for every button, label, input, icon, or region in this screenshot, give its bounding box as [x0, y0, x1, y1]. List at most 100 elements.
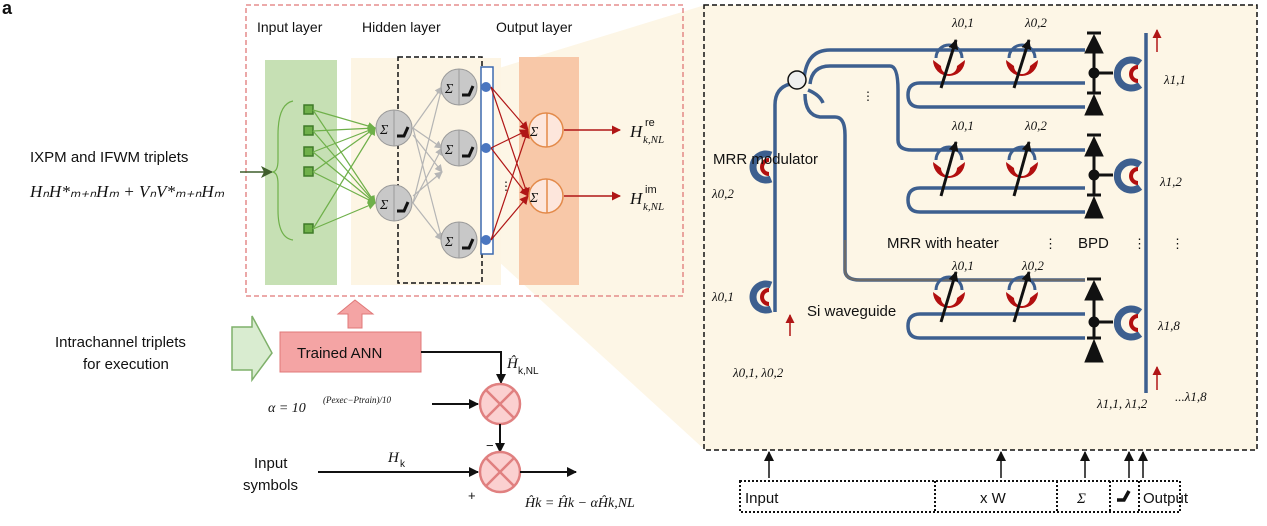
- intrachannel-label-line2: for execution: [83, 356, 169, 373]
- intrachannel-label-line1: Intrachannel triplets: [55, 334, 186, 351]
- hidden-ellipsis: ⋮: [500, 179, 512, 193]
- output-layer-title: Output layer: [496, 19, 573, 35]
- w-lambda-01-r2: λ0,1: [951, 118, 974, 133]
- trained-ann-label: Trained ANN: [297, 345, 382, 362]
- svg-text:Σ: Σ: [529, 125, 539, 140]
- heater-mrr-r2-02: [1006, 141, 1038, 197]
- si-waveguide-label: Si waveguide: [807, 303, 896, 320]
- bpd-label: BPD: [1078, 235, 1109, 252]
- ann-output-line: [421, 351, 506, 384]
- bpd-3: [1084, 277, 1113, 363]
- output-label-im: H im k,NL: [629, 184, 664, 213]
- multiplier-node: [478, 382, 522, 426]
- weight-node: [481, 82, 491, 92]
- input-node: [303, 166, 314, 177]
- up-arrow: [336, 299, 375, 329]
- output-label-re: H re k,NL: [629, 117, 664, 146]
- hidden-neuron-2: Σ: [375, 184, 413, 222]
- mod-lambda-02: λ0,2: [711, 186, 734, 201]
- output-lambdas-tail: ...λ1,8: [1175, 389, 1207, 404]
- adder-node: [478, 450, 522, 494]
- input-layer-title: Input layer: [257, 19, 323, 35]
- svg-text:(Pexec−Ptrain)/10: (Pexec−Ptrain)/10: [323, 395, 392, 405]
- out-lambda-18: λ1,8: [1157, 318, 1180, 333]
- mrr-modulator-label: MRR modulator: [713, 151, 818, 168]
- output-layer-bg: [519, 57, 579, 285]
- output-ellipsis: ⋮: [1171, 236, 1184, 251]
- hidden-layer-bg: [351, 58, 501, 285]
- svg-text:H: H: [629, 189, 644, 208]
- hidden-neuron-3: Σ: [440, 68, 478, 106]
- splitter: [787, 70, 807, 90]
- svg-text:H: H: [629, 122, 644, 141]
- output-mrr-12: [1113, 158, 1143, 194]
- input-nodes: [303, 104, 314, 234]
- bpd-1: [1084, 31, 1113, 116]
- waveguides: [773, 33, 1148, 393]
- output-mrr-18: [1113, 305, 1143, 341]
- input-to-hidden-connections: [312, 109, 376, 230]
- input-description-formula: HₙH*ₘ₊ₙHₘ + VₙV*ₘ₊ₙHₘ: [29, 182, 225, 201]
- heater-ellipsis: ⋮: [1044, 236, 1057, 251]
- hidden-layer-title: Hidden layer: [362, 19, 441, 35]
- w-lambda-02-r2: λ0,2: [1024, 118, 1047, 133]
- heater-mrr-r1-02: [1006, 39, 1038, 89]
- bpd-ellipsis: ⋮: [1133, 236, 1146, 251]
- minus-sign: −: [486, 438, 494, 453]
- legend-sigma: Σ: [1076, 491, 1086, 507]
- input-node: [303, 146, 314, 157]
- plus-sign: +: [468, 488, 476, 503]
- legend-xw: x W: [980, 490, 1007, 507]
- input-layer-bg: [265, 60, 337, 285]
- panel-label: a: [2, 0, 13, 18]
- svg-text:Σ: Σ: [444, 235, 454, 250]
- hidden-neuron-4: Σ: [440, 129, 478, 167]
- heater-mrr-r2-01: [933, 141, 965, 197]
- input-symbols-line1: Input: [254, 455, 288, 472]
- svg-text:Ĥ: Ĥ: [506, 355, 519, 372]
- zoom-wedge: [486, 5, 705, 450]
- output-neuron-re: Σ: [528, 112, 564, 148]
- mrr-heater-label: MRR with heater: [887, 235, 999, 252]
- result-formula: Ĥk = Ĥk − αĤk,NL: [524, 494, 635, 511]
- svg-text:k,NL: k,NL: [643, 201, 664, 213]
- mrr-modulator-01: [749, 280, 773, 314]
- hk-label: H k: [387, 450, 406, 470]
- w-lambda-01-r3: λ0,1: [951, 258, 974, 273]
- input-node: [303, 125, 314, 136]
- hidden-neuron-5: Σ: [440, 221, 478, 259]
- ann-frame: [245, 4, 684, 297]
- si-waveguide-segment: [843, 240, 1085, 282]
- w-lambda-02-r3: λ0,2: [1021, 258, 1044, 273]
- heater-mrrs: [933, 39, 1038, 323]
- execution-input-arrow: [231, 315, 273, 383]
- svg-text:Σ: Σ: [529, 191, 539, 206]
- bpd-2: [1084, 133, 1113, 219]
- legend-output: Output: [1143, 490, 1189, 507]
- hidden-neuron-1: Σ: [375, 109, 413, 147]
- input-node: [303, 223, 314, 234]
- heater-mrr-r3-02: [1006, 271, 1038, 323]
- svg-text:k: k: [400, 459, 406, 470]
- w-lambda-01-r1: λ0,1: [951, 15, 974, 30]
- svg-text:Σ: Σ: [379, 198, 389, 213]
- legend-bar: [739, 480, 1181, 513]
- input-node: [303, 104, 314, 115]
- h-nl-label: Ĥ k,NL: [506, 355, 539, 377]
- svg-text:α = 10: α = 10: [268, 401, 306, 416]
- input-description-title: IXPM and IFWM triplets: [30, 149, 188, 166]
- svg-text:k,NL: k,NL: [518, 366, 539, 377]
- out-lambda-12: λ1,2: [1159, 174, 1182, 189]
- output-lambdas: λ1,1, λ1,2: [1096, 396, 1148, 411]
- heater-mrr-r3-01: [933, 271, 965, 323]
- alpha-formula: α = 10 (Pexec−Ptrain)/10: [268, 395, 392, 416]
- out-lambda-11: λ1,1: [1163, 72, 1186, 87]
- output-neuron-im: Σ: [528, 178, 564, 214]
- weight-node: [481, 235, 491, 245]
- input-brace: [271, 100, 294, 241]
- legend-activation-icon: [1117, 490, 1131, 502]
- input-symbols-line2: symbols: [243, 477, 298, 494]
- trained-ann-box: [279, 331, 422, 373]
- svg-text:im: im: [645, 184, 657, 196]
